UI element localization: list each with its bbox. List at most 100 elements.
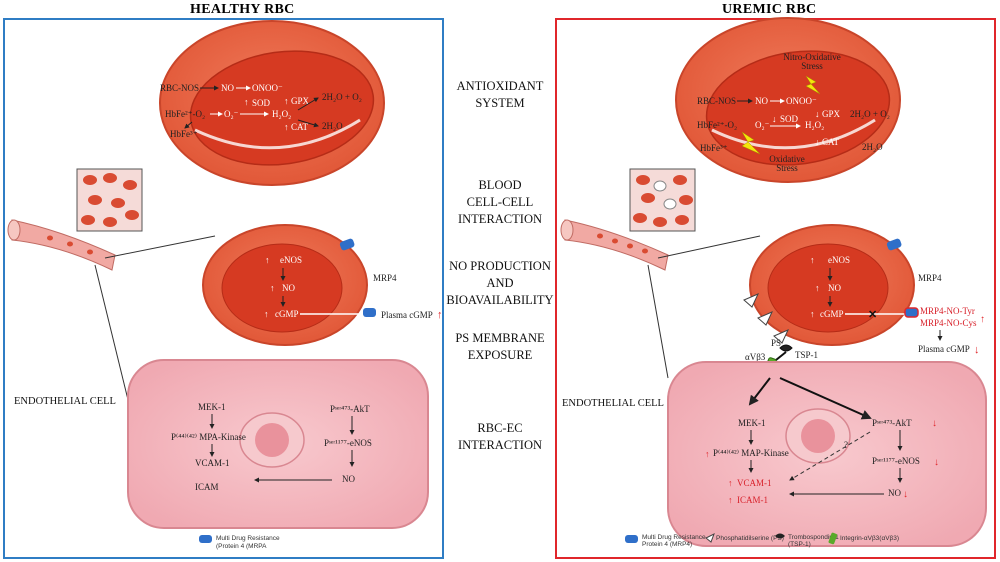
healthy-endothelial-label: ENDOTHELIAL CELL: [14, 396, 116, 407]
integrin-icon: [828, 532, 838, 545]
svg-text:↑: ↑: [728, 478, 733, 488]
svg-text:↑: ↑: [815, 283, 820, 293]
healthy-title: HEALTHY RBC: [190, 2, 295, 17]
svg-text:↑: ↑: [284, 122, 289, 132]
center-label-no-production: NO PRODUCTION AND BIOAVAILABILITY: [446, 259, 554, 307]
svg-text:RBC-NOS: RBC-NOS: [160, 83, 199, 93]
uremic-no-rbc: [749, 224, 915, 346]
svg-text:Pˢᵉʳ¹¹⁷⁷-eNOS: Pˢᵉʳ¹¹⁷⁷-eNOS: [872, 456, 920, 466]
svg-text:HbFe²⁺-O₂: HbFe²⁺-O₂: [165, 109, 205, 119]
healthy-legend: Multi Drug Resistance(Protein 4 (MRPA: [216, 535, 280, 550]
svg-text:GPX: GPX: [291, 96, 310, 106]
svg-text:SOD: SOD: [780, 114, 799, 124]
svg-text:↑: ↑: [264, 309, 269, 319]
svg-text:Pˢᵉʳ⁴⁷³-AkT: Pˢᵉʳ⁴⁷³-AkT: [872, 418, 912, 428]
uremic-antiox-rbc: [675, 17, 901, 183]
svg-text:MEK-1: MEK-1: [738, 418, 766, 428]
block-x-icon: ✕: [868, 309, 877, 321]
svg-text:NO: NO: [282, 283, 295, 293]
svg-text:eNOS: eNOS: [828, 255, 850, 265]
up-arrow-icon: ↑: [437, 309, 443, 321]
svg-text:ONOO⁻: ONOO⁻: [786, 96, 817, 106]
svg-text:MEK-1: MEK-1: [198, 402, 226, 412]
svg-text:CAT: CAT: [291, 122, 309, 132]
svg-text:NO: NO: [828, 283, 841, 293]
svg-text:NO: NO: [221, 83, 234, 93]
svg-text:H₂O₂: H₂O₂: [805, 120, 824, 130]
svg-text:↑: ↑: [705, 449, 710, 459]
uremic-plasma-cgmp: Plasma cGMP: [918, 344, 970, 354]
svg-text:CAT: CAT: [822, 137, 840, 147]
uremic-ec-labels: MEK-1 ↑ P⁽⁴⁴⁾⁽⁴²⁾ MAP-Kinase ↑ VCAM-1 ↑ …: [705, 377, 939, 505]
mrp4-icon: [625, 535, 638, 543]
svg-text:↓: ↓: [903, 489, 908, 500]
svg-text:VCAM-1: VCAM-1: [195, 458, 230, 468]
uremic-endothelial-label: ENDOTHELIAL CELL: [562, 398, 664, 409]
svg-text:P⁽⁴⁴⁾⁽⁴²⁾ MAP-Kinase: P⁽⁴⁴⁾⁽⁴²⁾ MAP-Kinase: [713, 448, 789, 458]
svg-text:↑: ↑: [810, 309, 815, 319]
svg-text:↓: ↓: [932, 418, 937, 429]
ps-icon: [743, 293, 789, 344]
uremic-title: UREMIC RBC: [722, 2, 817, 17]
healthy-mrp4-label: MRP4: [373, 273, 397, 283]
svg-text:HbFe²⁺-O₂: HbFe²⁺-O₂: [697, 120, 737, 130]
svg-text:↓: ↓: [815, 109, 820, 119]
svg-text:Trombospondin-1(TSP-1): Trombospondin-1(TSP-1): [788, 534, 839, 548]
mrp4-no-cys-label: MRP4-NO-Cys: [920, 318, 977, 328]
healthy-vessel-zoom: [7, 168, 216, 409]
svg-text:O₂⁻: O₂⁻: [755, 120, 770, 130]
mrp4-icon: [339, 238, 355, 251]
svg-text:Phosphatidilserine (PS): Phosphatidilserine (PS): [716, 535, 784, 542]
svg-text:eNOS: eNOS: [280, 255, 302, 265]
uremic-mrp4-label: MRP4: [918, 273, 942, 283]
center-label-antioxidant: ANTIOXIDANT SYSTEM: [456, 79, 544, 110]
svg-text:↑: ↑: [270, 283, 275, 293]
svg-text:HbFe³⁺: HbFe³⁺: [170, 129, 198, 139]
svg-text:NO: NO: [342, 474, 355, 484]
svg-text:↓: ↓: [772, 114, 777, 124]
svg-text:↑: ↑: [244, 97, 249, 107]
mrp4-icon: [904, 307, 919, 318]
svg-text:HbFe³⁺: HbFe³⁺: [700, 143, 728, 153]
svg-text:ONOO⁻: ONOO⁻: [252, 83, 283, 93]
healthy-plasma-cgmp: Plasma cGMP: [381, 310, 433, 320]
uremic-endothelial-cell: [667, 361, 987, 547]
svg-text:↑: ↑: [284, 96, 289, 106]
svg-text:ICAM: ICAM: [195, 482, 219, 492]
tsp1-icon: [775, 533, 785, 539]
svg-text:GPX: GPX: [822, 109, 841, 119]
svg-text:cGMP: cGMP: [275, 309, 299, 319]
svg-text:2H₂O: 2H₂O: [322, 121, 343, 131]
svg-text:↓: ↓: [934, 457, 939, 468]
svg-text:2H₂O + O₂: 2H₂O + O₂: [322, 92, 362, 102]
down-arrow-icon: ↓: [974, 344, 980, 356]
svg-text:VCAM-1: VCAM-1: [737, 478, 772, 488]
mrp4-no-tyr-label: MRP4-NO-Tyr: [920, 306, 975, 316]
svg-text:Pˢᵉʳ⁴⁷³-AkT: Pˢᵉʳ⁴⁷³-AkT: [330, 404, 370, 414]
healthy-ec-labels: MEK-1 P⁽⁴⁴⁾⁽⁴²⁾ MPA-Kinase VCAM-1 ICAM P…: [171, 402, 372, 492]
center-label-ps-membrane: PS MEMBRANE EXPOSURE: [455, 331, 545, 362]
healthy-endothelial-cell: [127, 359, 429, 529]
uremic-no-labels: ↑ eNOS ↑ NO ↑ cGMP ✕: [810, 255, 905, 321]
svg-text:↑: ↑: [728, 495, 733, 505]
svg-text:NO: NO: [888, 488, 901, 498]
svg-text:SOD: SOD: [252, 98, 271, 108]
lightning-icon: [805, 75, 821, 95]
svg-text:O₂⁻: O₂⁻: [224, 109, 239, 119]
svg-text:Pˢᵉʳ¹¹⁷⁷-eNOS: Pˢᵉʳ¹¹⁷⁷-eNOS: [324, 438, 372, 448]
healthy-no-labels: ↑ eNOS ↑ NO ↑ cGMP: [264, 255, 374, 319]
center-label-cell-interaction: BLOOD CELL-CELL INTERACTION: [457, 178, 542, 226]
svg-text:cGMP: cGMP: [820, 309, 844, 319]
uremic-vessel-zoom: [560, 168, 761, 379]
tsp1-icon: [775, 344, 793, 361]
avb3-label: αVβ3: [745, 352, 766, 362]
healthy-antiox-labels: RBC-NOS NO ONOO⁻ HbFe²⁺-O₂ O₂⁻ ↑ SOD H₂O…: [160, 83, 362, 139]
ps-icon: [705, 532, 715, 543]
healthy-panel: [3, 18, 444, 559]
